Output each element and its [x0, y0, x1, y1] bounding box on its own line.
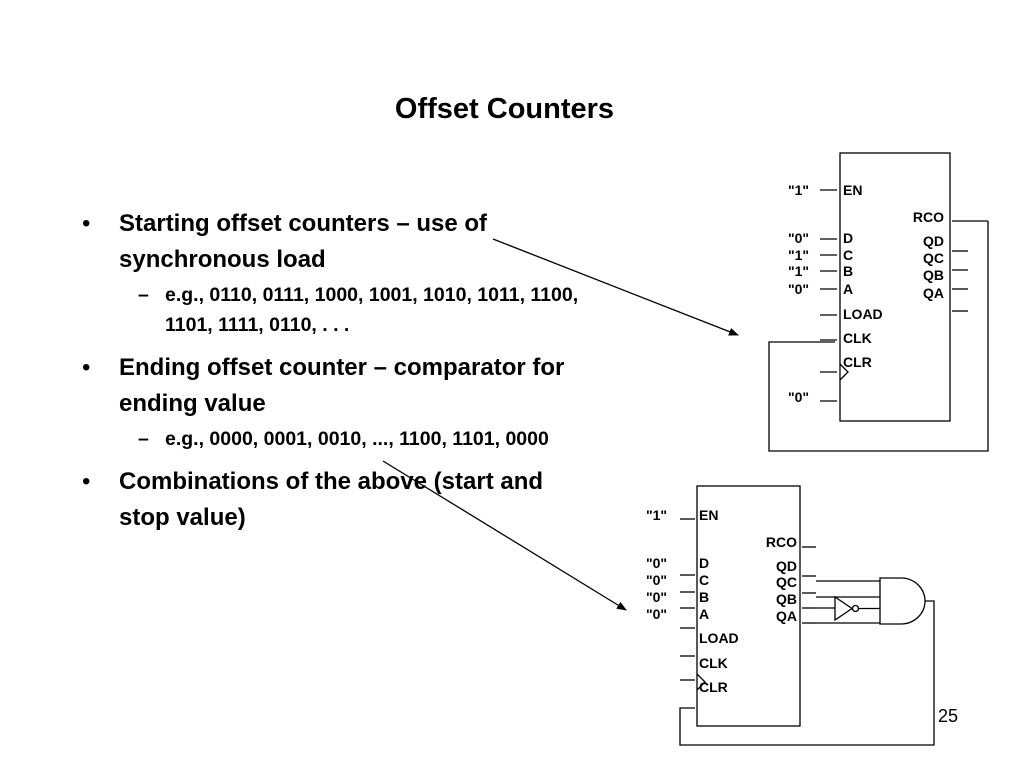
- arrow-to-top-counter: [492, 238, 739, 336]
- sub-bullet-item: – e.g., 0000, 0001, 0010, ..., 1100, 110…: [80, 424, 582, 454]
- input-c-value: "0": [646, 572, 667, 588]
- pin-b: B: [843, 263, 853, 279]
- bullet-marker: •: [82, 354, 91, 381]
- input-b-value: "0": [646, 589, 667, 605]
- pin-en: EN: [843, 182, 862, 198]
- input-a-value: "0": [788, 281, 809, 297]
- pin-c: C: [843, 247, 853, 263]
- pin-qb: QB: [923, 267, 944, 283]
- pin-a: A: [699, 606, 709, 622]
- bullet-marker: •: [82, 210, 91, 237]
- pin-load: LOAD: [843, 306, 883, 322]
- pin-rco: RCO: [766, 534, 797, 550]
- pin-qa: QA: [776, 608, 797, 624]
- pin-a: A: [843, 281, 853, 297]
- input-b-value: "1": [788, 263, 809, 279]
- input-d-value: "0": [646, 555, 667, 571]
- pin-clr: CLR: [843, 354, 872, 370]
- pin-b: B: [699, 589, 709, 605]
- top-counter: [768, 152, 989, 452]
- bullet-item: • Ending offset counter – comparator for…: [82, 350, 582, 422]
- pin-clr: CLR: [699, 679, 728, 695]
- bottom-counter: [679, 485, 935, 746]
- bullet-marker: •: [82, 468, 91, 495]
- pin-qa: QA: [923, 285, 944, 301]
- bullet-text: Starting offset counters – use of synchr…: [119, 210, 488, 273]
- pin-qd: QD: [923, 233, 944, 249]
- pin-qb: QB: [776, 591, 797, 607]
- bullet-text: Combinations of the above (start and sto…: [119, 468, 544, 531]
- bullet-item: • Combinations of the above (start and s…: [82, 464, 582, 536]
- pin-en: EN: [699, 507, 718, 523]
- page-number: 25: [938, 706, 959, 726]
- bullet-item: • Starting offset counters – use of sync…: [82, 206, 582, 278]
- bullet-list: • Starting offset counters – use of sync…: [82, 206, 582, 538]
- input-d-value: "0": [788, 230, 809, 246]
- input-clr-value: "0": [788, 389, 809, 405]
- input-en-value: "1": [646, 507, 667, 523]
- sub-bullet-text: e.g., 0110, 0111, 1000, 1001, 1010, 1011…: [165, 284, 579, 336]
- bullet-text: Ending offset counter – comparator for e…: [119, 354, 565, 417]
- pin-d: D: [699, 555, 709, 571]
- input-c-value: "1": [788, 247, 809, 263]
- pin-qc: QC: [923, 250, 944, 266]
- sub-bullet-text: e.g., 0000, 0001, 0010, ..., 1100, 1101,…: [165, 428, 549, 450]
- pin-rco: RCO: [913, 209, 944, 225]
- pin-clk: CLK: [699, 655, 728, 671]
- pin-d: D: [843, 230, 853, 246]
- pin-qd: QD: [776, 558, 797, 574]
- sub-bullet-item: – e.g., 0110, 0111, 1000, 1001, 1010, 10…: [80, 280, 582, 340]
- bottom-counter-labels: EN D C B A LOAD CLK CLR RCO QD QC QB QA …: [646, 507, 797, 695]
- pin-clk: CLK: [843, 330, 872, 346]
- dash-marker: –: [138, 284, 149, 306]
- pin-c: C: [699, 572, 709, 588]
- pin-load: LOAD: [699, 630, 739, 646]
- pin-qc: QC: [776, 574, 797, 590]
- input-a-value: "0": [646, 606, 667, 622]
- dash-marker: –: [138, 428, 149, 450]
- input-en-value: "1": [788, 182, 809, 198]
- slide-title: Offset Counters: [394, 93, 615, 125]
- top-counter-labels: EN D C B A LOAD CLK CLR RCO QD QC QB QA …: [788, 182, 944, 405]
- arrow-to-bottom-counter: [382, 460, 627, 611]
